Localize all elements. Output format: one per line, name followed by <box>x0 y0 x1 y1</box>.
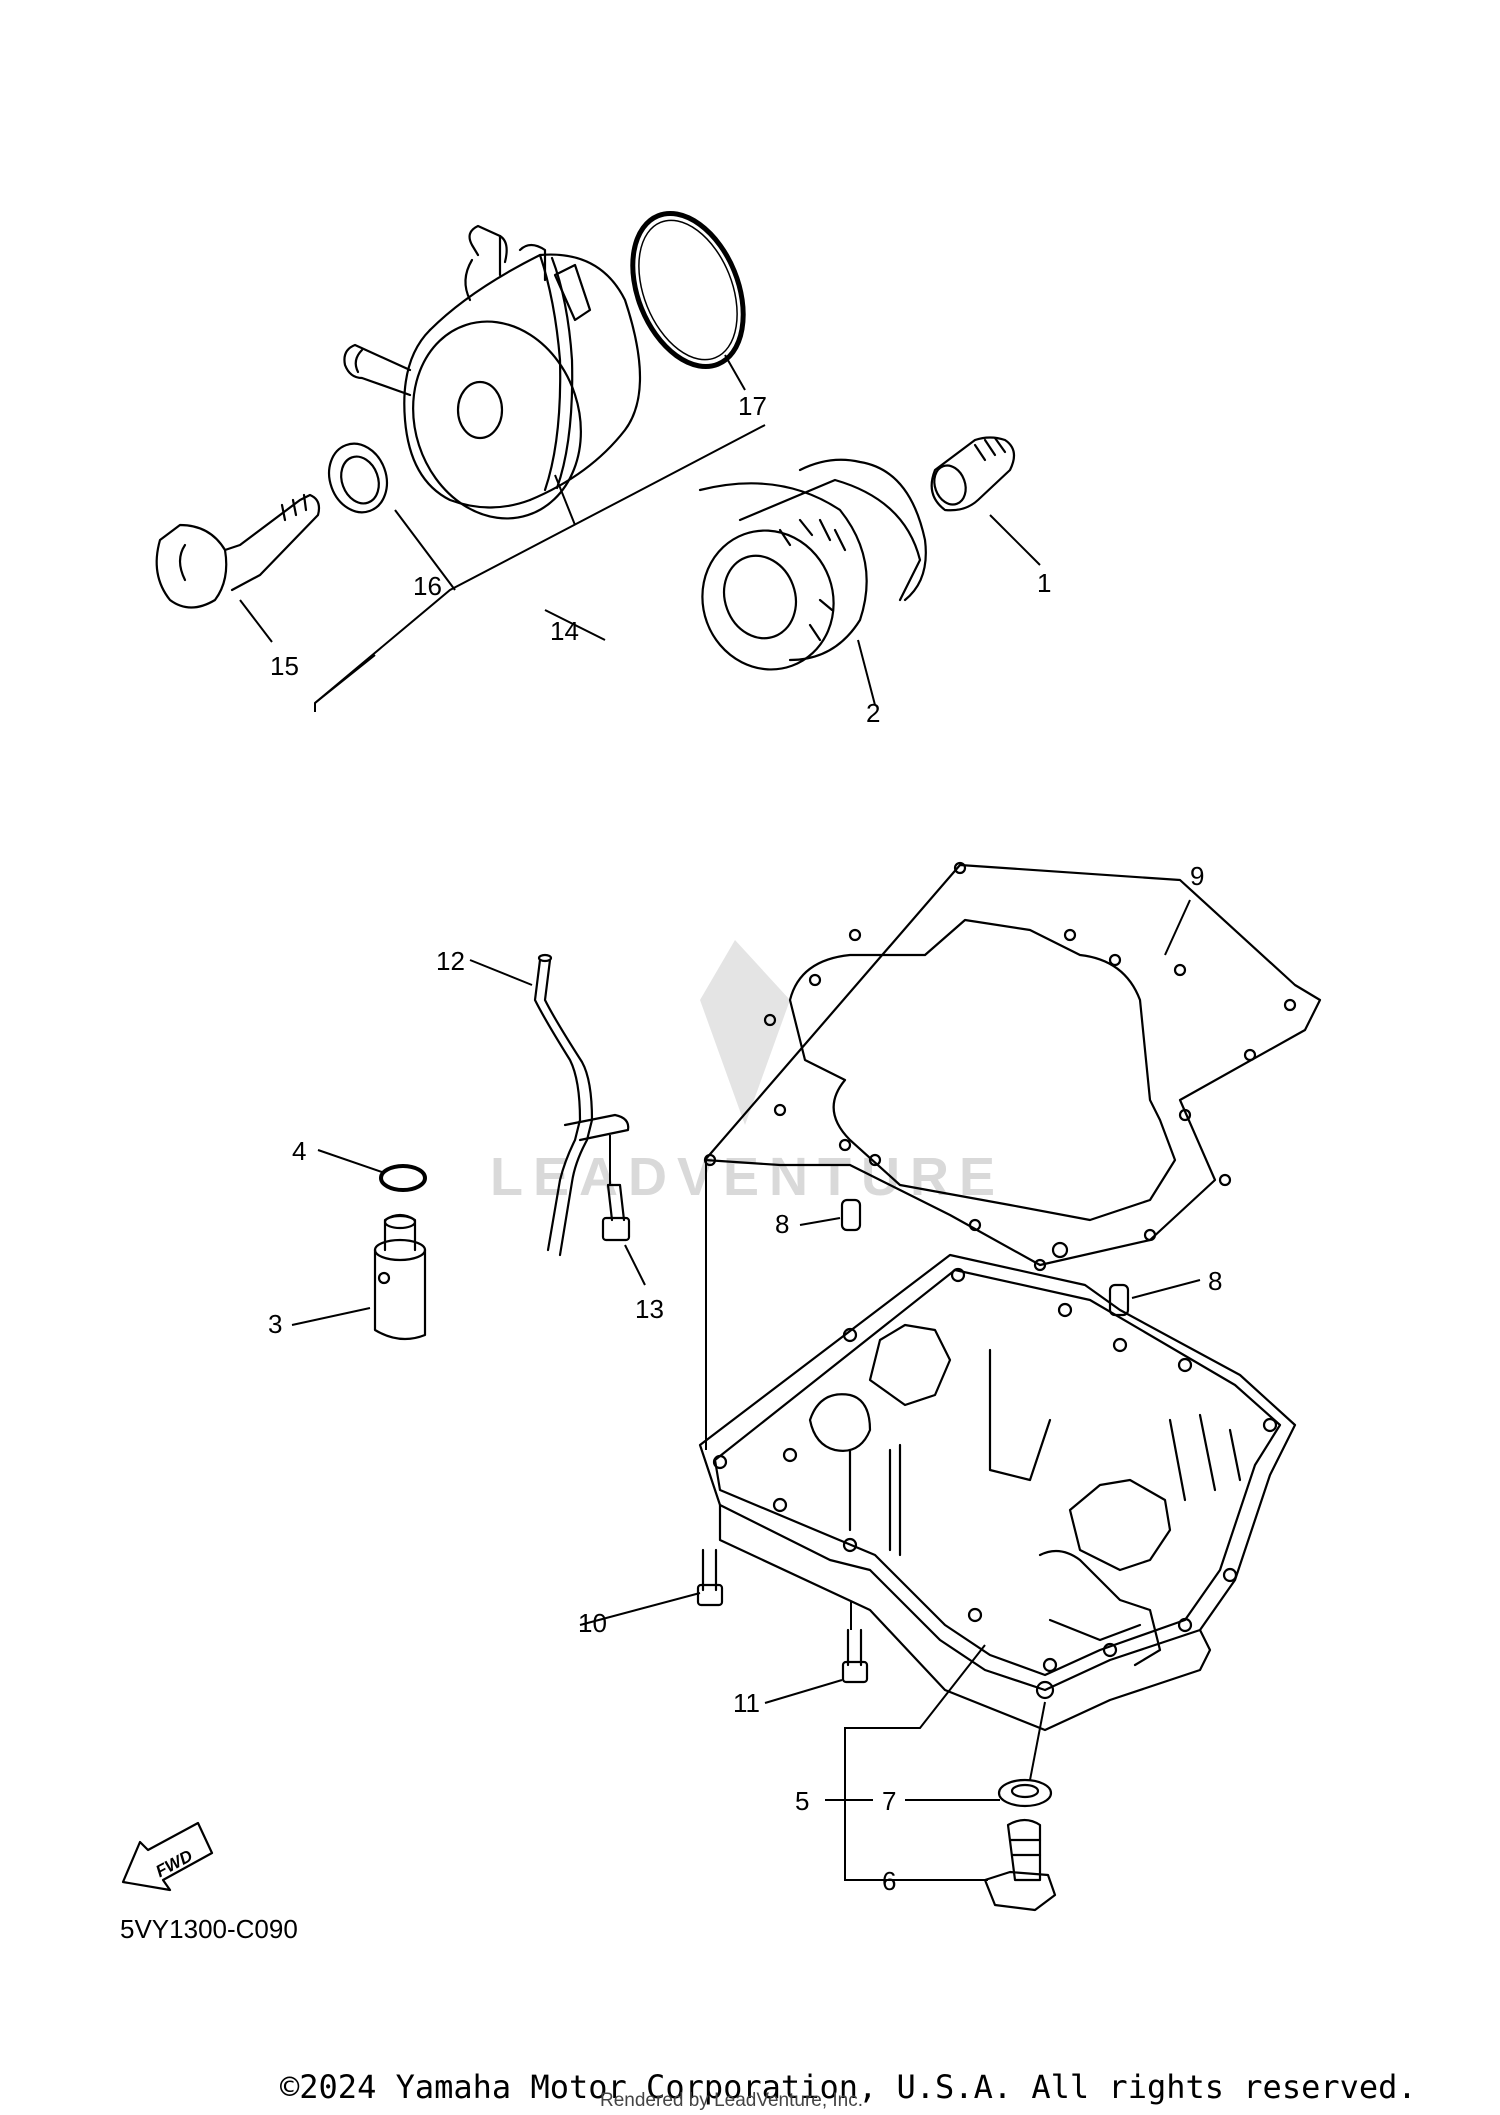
label-6: 6 <box>882 1866 896 1896</box>
label-5: 5 <box>795 1786 809 1816</box>
drain-bolt-6 <box>983 1818 1057 1912</box>
gasket-7 <box>997 1778 1053 1808</box>
label-1: 1 <box>1037 568 1051 598</box>
label-17: 17 <box>738 391 767 421</box>
label-12: 12 <box>436 946 465 976</box>
label-16: 16 <box>413 571 442 601</box>
label-3: 3 <box>268 1309 282 1339</box>
diagram-code: 5VY1300-C090 <box>120 1914 298 1944</box>
oil-pipe-12 <box>533 953 630 1257</box>
fwd-label: FWD <box>153 1846 196 1881</box>
bolt-10 <box>696 1548 724 1607</box>
leader-lines-top <box>239 354 1041 712</box>
label-11: 11 <box>733 1688 760 1718</box>
label-9: 9 <box>1190 861 1204 891</box>
o-ring-17 <box>630 210 746 370</box>
label-8b: 8 <box>1208 1266 1222 1296</box>
label-15: 15 <box>270 651 299 681</box>
dowel-pin-8b <box>1108 1283 1130 1317</box>
washer-16 <box>327 442 389 514</box>
fwd-arrow-icon: FWD <box>121 1821 214 1892</box>
bolt-11 <box>841 1628 869 1684</box>
label-14: 14 <box>550 616 579 646</box>
leadventure-watermark: LEADVENTURE <box>490 940 1005 1207</box>
oil-filter-2 <box>698 458 927 671</box>
label-4: 4 <box>292 1136 306 1166</box>
rendered-by-note: Rendered by LeadVenture, Inc. <box>600 2090 864 2111</box>
label-10: 10 <box>578 1608 607 1638</box>
fitting-1 <box>930 436 1016 512</box>
watermark-text: LEADVENTURE <box>490 1147 1005 1207</box>
label-8a: 8 <box>775 1209 789 1239</box>
dowel-pin-8a <box>840 1198 862 1232</box>
o-ring-4 <box>379 1164 427 1192</box>
oil-cooler-14 <box>343 224 642 520</box>
label-2: 2 <box>866 698 880 728</box>
oil-pipe-3 <box>373 1213 427 1341</box>
label-7: 7 <box>882 1786 896 1816</box>
gasket-9 <box>703 861 1322 1272</box>
union-bolt-15 <box>155 493 321 609</box>
leader-lines-bottom <box>291 899 1201 1881</box>
copyright-notice: ©2024 Yamaha Motor Corporation, U.S.A. A… <box>280 2068 1417 2106</box>
oil-pan <box>698 1253 1297 1732</box>
label-13: 13 <box>635 1294 664 1324</box>
